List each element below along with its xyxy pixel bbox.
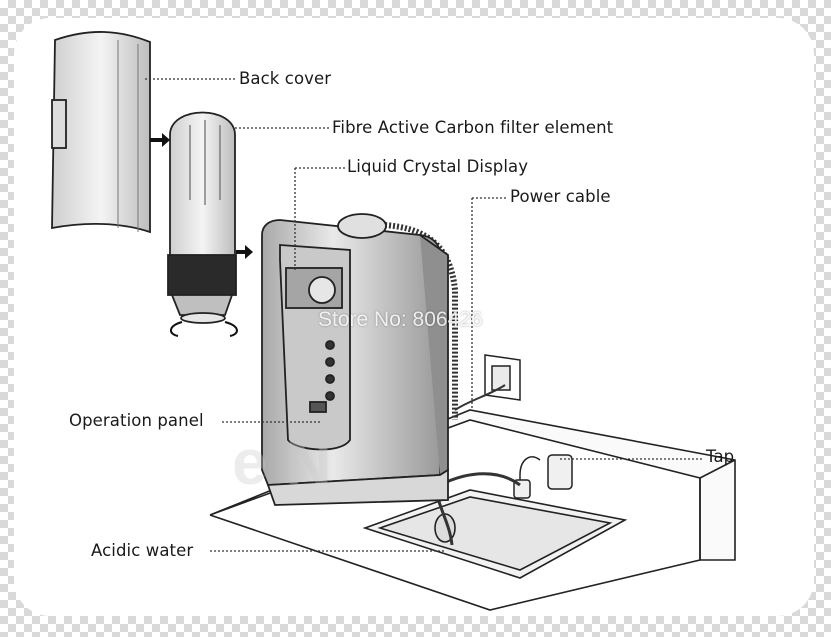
leader-lines <box>145 78 703 552</box>
label-power-cable: Power cable <box>510 187 611 206</box>
tap-faucet <box>513 454 573 499</box>
back-cover-part <box>51 31 151 234</box>
label-back-cover: Back cover <box>239 69 332 88</box>
watermark-store: Store No: 806426 <box>318 308 483 331</box>
ionizer-unit <box>261 213 449 506</box>
counter <box>209 409 736 611</box>
label-lcd: Liquid Crystal Display <box>347 157 529 176</box>
label-acidic-water: Acidic water <box>91 541 194 560</box>
label-tap: Tap <box>706 447 735 466</box>
watermark-large: e N <box>232 426 332 498</box>
direction-arrows <box>150 133 253 259</box>
filter-element <box>167 111 237 324</box>
rotate-arrows <box>170 321 238 337</box>
label-filter-element: Fibre Active Carbon filter element <box>332 118 614 137</box>
wall-socket <box>484 354 521 401</box>
label-operation-panel: Operation panel <box>69 411 204 430</box>
